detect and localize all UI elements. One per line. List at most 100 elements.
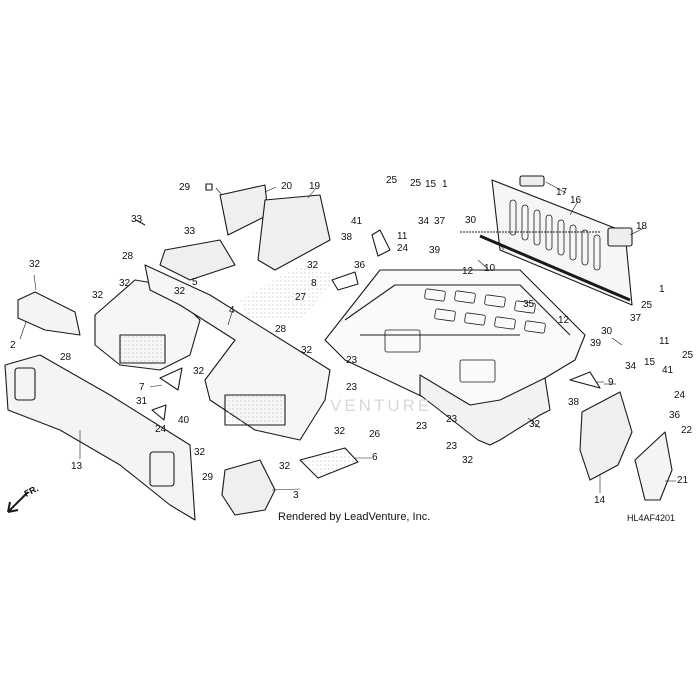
callout-label: 15 [644, 357, 656, 368]
callout-label: 37 [630, 313, 642, 324]
callout-label: 23 [416, 421, 428, 432]
callout-label: 14 [594, 495, 606, 506]
cover-20 [219, 184, 269, 236]
callout-label: 36 [669, 410, 681, 421]
tailgate-latch [519, 175, 545, 187]
callout-label: 39 [429, 245, 441, 256]
callout-label: 25 [682, 350, 694, 361]
callout-label: 10 [484, 263, 496, 274]
callout-label: 13 [71, 461, 83, 472]
tailgate [491, 179, 633, 306]
callout-label: 22 [681, 425, 693, 436]
bracket-21 [579, 391, 633, 481]
callout-label: 20 [281, 181, 293, 192]
callout-label: 24 [674, 390, 686, 401]
callout-label: 25 [641, 300, 653, 311]
callout-label: 32 [334, 426, 346, 437]
callout-label: 32 [462, 455, 474, 466]
callout-label: 41 [662, 365, 674, 376]
callout-label: 28 [60, 352, 72, 363]
callout-label: 41 [351, 216, 363, 227]
callout-label: 36 [354, 260, 366, 271]
callout-label: 32 [301, 345, 313, 356]
callout-label: 7 [139, 382, 145, 393]
callout-label: 24 [155, 424, 167, 435]
callout-label: 37 [434, 216, 446, 227]
callout-label: 2 [10, 340, 16, 351]
callout-label: 28 [122, 251, 134, 262]
callout-label: 32 [307, 260, 319, 271]
callout-label: 16 [570, 195, 582, 206]
callout-label: 33 [184, 226, 196, 237]
callout-label: 38 [568, 397, 580, 408]
callout-label: 5 [192, 277, 198, 288]
callout-label: 23 [346, 355, 358, 366]
callout-label: 1 [442, 179, 448, 190]
callout-label: 35 [523, 299, 535, 310]
watermark: VENTURE [330, 396, 433, 415]
callout-label: 1 [659, 284, 665, 295]
callout-label: 39 [590, 338, 602, 349]
part-38 [371, 229, 391, 257]
callout-label: 40 [178, 415, 190, 426]
callout-label: 32 [529, 419, 541, 430]
callout-label: 9 [608, 377, 614, 388]
callout-label: 38 [341, 232, 353, 243]
callout-label: 32 [92, 290, 104, 301]
callout-label: 34 [625, 361, 637, 372]
callout-label: 23 [446, 414, 458, 425]
callout-label: 4 [229, 305, 235, 316]
callout-label: 25 [410, 178, 422, 189]
callout-label: 32 [119, 278, 131, 289]
callout-label: 30 [601, 326, 613, 337]
rear-panel-left [4, 354, 196, 521]
callout-label: 32 [194, 447, 206, 458]
callout-label: 23 [346, 382, 358, 393]
callout-label: 18 [636, 221, 648, 232]
callout-label: 30 [465, 215, 477, 226]
callout-label: 21 [677, 475, 689, 486]
bed-skirt [419, 374, 551, 446]
callout-label: 26 [369, 429, 381, 440]
callout-label: 3 [293, 490, 299, 501]
callout-label: 17 [556, 187, 568, 198]
callout-label: 33 [131, 214, 143, 225]
bracket-3 [221, 459, 276, 516]
guard-22 [634, 431, 673, 501]
callout-label: 12 [558, 315, 570, 326]
callout-label: 19 [309, 181, 321, 192]
clip-24 [151, 404, 167, 421]
bracket-5 [159, 239, 236, 281]
bracket-7 [159, 367, 183, 391]
callout-label: 32 [193, 366, 205, 377]
callout-label: 32 [279, 461, 291, 472]
box-19 [257, 194, 331, 271]
bracket-8 [331, 271, 359, 291]
credit-text: Rendered by LeadVenture, Inc. [278, 511, 431, 523]
callout-label: 29 [202, 472, 214, 483]
tailgate-cover [607, 227, 633, 247]
callout-label: 15 [425, 179, 437, 190]
callout-label: 25 [386, 175, 398, 186]
callout-label: 11 [659, 336, 670, 347]
callout-label: 24 [397, 243, 409, 254]
front-arrow [7, 491, 29, 513]
callout-label: 8 [311, 278, 317, 289]
callout-label: 28 [275, 324, 287, 335]
bolt-29 [205, 183, 213, 191]
pad-6 [299, 447, 359, 479]
callout-label: 6 [372, 452, 378, 463]
callout-label: 29 [179, 182, 191, 193]
callout-label: 32 [29, 259, 41, 270]
side-panel [17, 291, 81, 336]
callout-label: 12 [462, 266, 474, 277]
callout-label: 23 [446, 441, 458, 452]
callout-label: 11 [397, 231, 408, 242]
callout-label: 27 [295, 292, 307, 303]
callout-label: 34 [418, 216, 430, 227]
callout-label: 31 [136, 396, 148, 407]
part-9 [569, 371, 601, 389]
callout-label: 32 [174, 286, 186, 297]
